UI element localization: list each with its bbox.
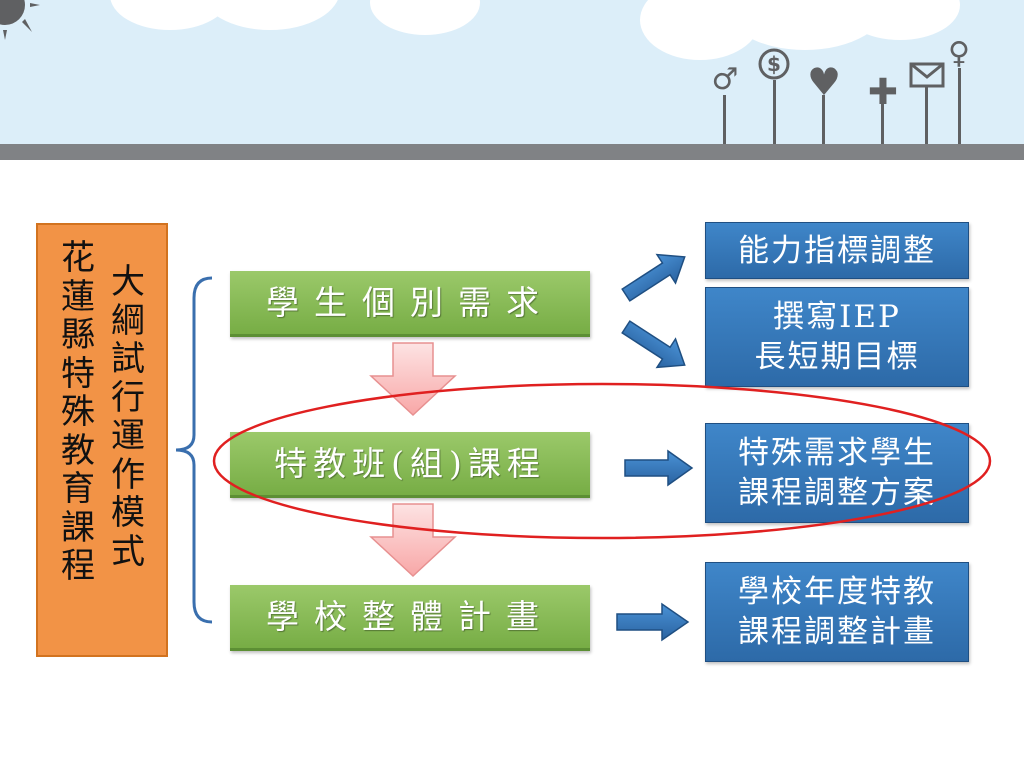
ability-indicator-box: 能力指標調整 [705, 222, 969, 279]
pole-decoration [773, 80, 776, 146]
title-left-column: 花 蓮 縣 特 殊 教 育 課 程 [61, 238, 95, 586]
arrow-down-right [621, 320, 686, 369]
pole-decoration [822, 95, 825, 146]
curriculum-adjustment-line1: 特殊需求學生 [738, 435, 936, 471]
annual-plan-line2: 課程調整計畫 [738, 614, 936, 650]
pole-decoration [723, 95, 726, 146]
school-plan-box: 學校整體計畫 [230, 585, 590, 651]
down-arrow-1 [369, 342, 457, 417]
curriculum-adjustment-line2: 課程調整方案 [738, 475, 936, 511]
dollar-icon: $ [758, 48, 790, 80]
highlight-ellipse [212, 382, 992, 540]
pole-decoration [925, 85, 928, 146]
header-banner: ♂ $ ♥ ✚ ♀ [0, 0, 1024, 146]
male-symbol-icon: ♂ [711, 62, 739, 97]
iep-goals-box: 撰寫IEP 長短期目標 [705, 287, 969, 387]
iep-goals-line1: 撰寫IEP [773, 299, 901, 335]
down-arrow-2 [369, 503, 457, 578]
annual-plan-box: 學校年度特教 課程調整計畫 [705, 562, 969, 662]
title-right-column: 大 綱 試 行 運 作 模 式 [111, 262, 145, 572]
title-box: 花 蓮 縣 特 殊 教 育 課 程 大 綱 試 行 運 作 模 式 [36, 223, 168, 657]
envelope-icon [909, 62, 945, 88]
grouping-bracket [175, 276, 213, 624]
heart-icon: ♥ [806, 60, 842, 104]
arrow-right-bottom [616, 602, 690, 642]
ability-indicator-line1: 能力指標調整 [738, 232, 936, 269]
svg-text:$: $ [767, 52, 781, 76]
special-class-curriculum-box: 特教班(組)課程 [230, 432, 590, 498]
pole-decoration [958, 68, 961, 146]
arrow-right-middle [624, 449, 694, 487]
student-needs-box: 學生個別需求 [230, 271, 590, 337]
arrow-up-right [621, 253, 686, 302]
sun-icon [0, 0, 40, 40]
plus-icon: ✚ [867, 72, 899, 113]
header-divider-bar [0, 144, 1024, 160]
annual-plan-line1: 學校年度特教 [738, 574, 936, 610]
iep-goals-line2: 長短期目標 [754, 339, 920, 375]
pole-decoration [881, 100, 884, 146]
female-symbol-icon: ♀ [948, 36, 970, 71]
